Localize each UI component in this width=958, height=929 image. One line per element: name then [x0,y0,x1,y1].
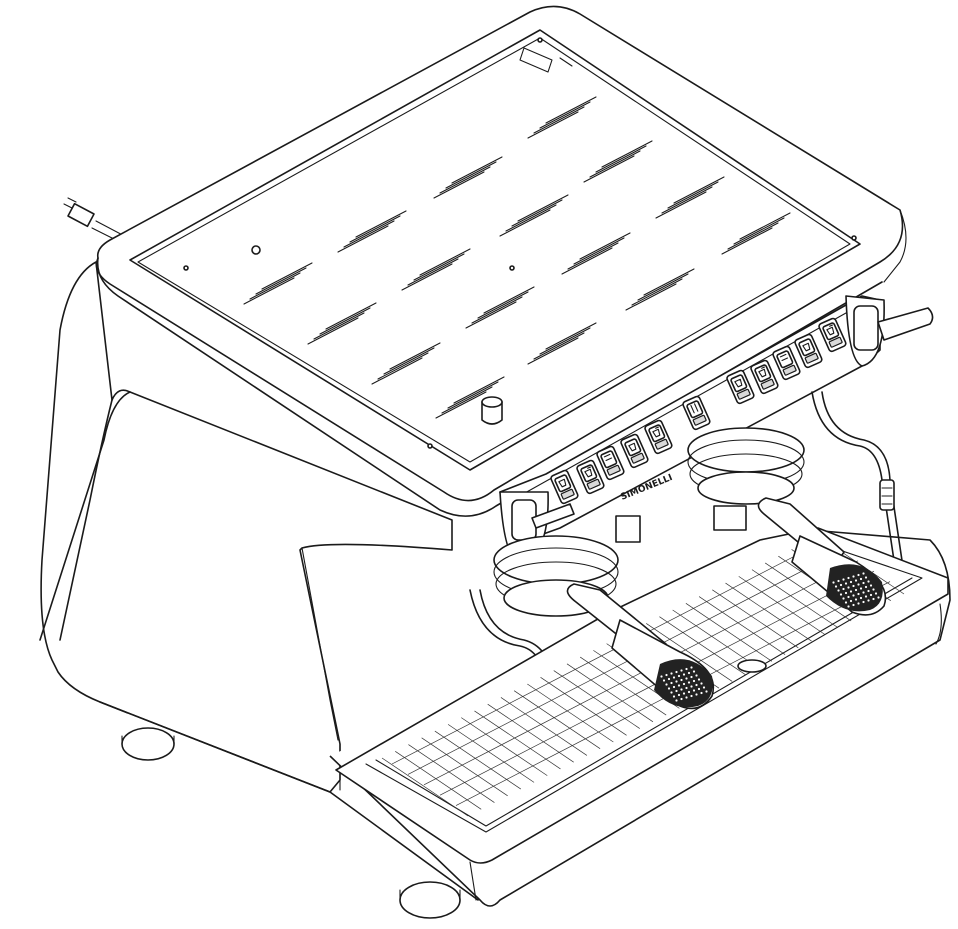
portafilter-right [757,497,887,616]
vent-slot-group [527,96,597,139]
hot-water-icon[interactable] [682,395,711,431]
manual-icon[interactable] [596,445,625,481]
steam-knob-top [481,396,503,425]
vent-slot-group [243,262,313,305]
portafilter-left [566,583,714,710]
control-panel: SIMONELLI [499,295,881,547]
cup-icon[interactable] [620,433,649,469]
vent-slot-group [625,268,695,311]
cup-icon[interactable] [794,333,823,369]
group-head-right [687,427,805,531]
double-cup-icon[interactable] [818,317,847,353]
vent-slot-group [307,302,377,345]
vent-slot-group [433,156,503,199]
double-cup-icon[interactable] [644,419,673,455]
vent-slot-group [465,286,535,329]
cup-icon[interactable] [550,469,579,505]
foot-left-rear [121,727,175,761]
drain-hole [737,659,767,673]
vent-slot-group [371,342,441,385]
plug-icon [67,202,95,228]
vent-slot-group [401,248,471,291]
vent-slot-group [435,376,505,419]
vent-slot-group [527,322,597,365]
vent-slot-group [721,212,791,255]
vent-slots [243,96,791,419]
vent-slot-group [583,140,653,183]
foot-left-front [399,881,461,919]
vent-slot-group [655,176,725,219]
vent-slot-group [561,232,631,275]
double-cup-icon[interactable] [576,459,605,495]
vent-slot-group [499,194,569,237]
vent-slot-group [337,210,407,253]
cup-icon[interactable] [726,369,755,405]
top-cover [95,5,907,517]
double-cup-icon[interactable] [750,359,779,395]
steam-valve-right [845,295,934,367]
screw [251,245,261,255]
manual-icon[interactable] [772,345,801,381]
